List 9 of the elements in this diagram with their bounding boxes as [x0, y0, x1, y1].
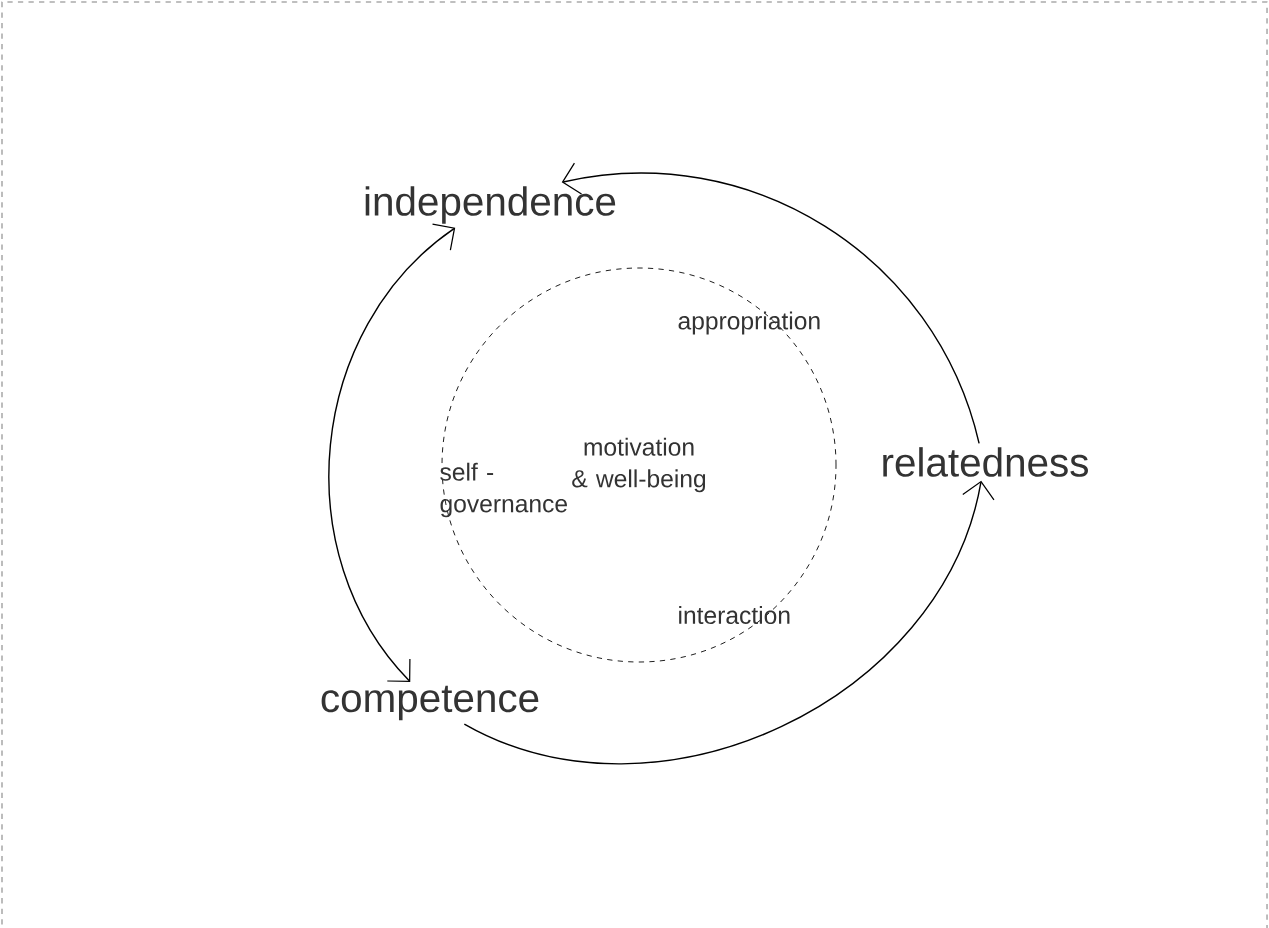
arc-arrow	[328, 223, 456, 682]
cycle-label: relatedness	[883, 447, 1088, 477]
arc-arrow	[561, 162, 980, 444]
cycle-label: independence	[365, 186, 616, 224]
inner-label: appropriation	[678, 311, 820, 335]
inner-label: self - governance	[440, 462, 567, 518]
inner-label: interaction	[679, 605, 790, 625]
cycle-label: competence	[321, 685, 539, 721]
arc-arrow	[463, 480, 995, 765]
